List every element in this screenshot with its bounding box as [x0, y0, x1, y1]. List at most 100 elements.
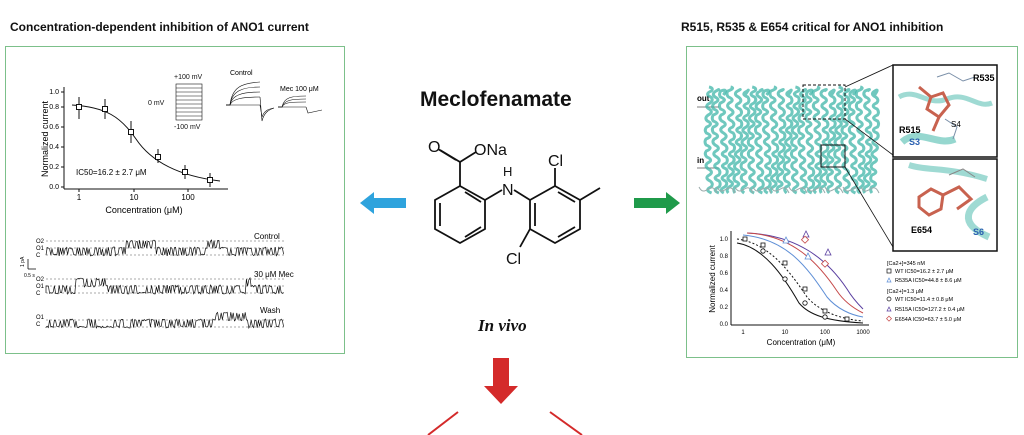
x-tick: 10 — [130, 193, 139, 202]
dose-response-chart: 0.0 0.2 0.4 0.6 0.8 1.0 1 10 100 Concent… — [40, 87, 228, 215]
chart-legend: [Ca2+]=345 nM WT IC50=16.2 ± 2.7 μM R535… — [886, 261, 965, 323]
row-label-mec: 30 μM Mec — [254, 270, 294, 279]
residue-r515: R515 — [899, 125, 921, 135]
left-panel: 0.0 0.2 0.4 0.6 0.8 1.0 1 10 100 Concent… — [5, 46, 345, 354]
level-label: O2 — [36, 277, 45, 283]
x-axis-label: Concentration (μM) — [105, 205, 182, 215]
helix — [825, 88, 837, 195]
left-panel-title: Concentration-dependent inhibition of AN… — [10, 20, 309, 34]
mec-current-traces — [278, 95, 323, 114]
right-panel: out in R535 R515 S4 S3 — [686, 46, 1018, 358]
scale-current: 1 pA — [20, 256, 26, 267]
x-tick: 100 — [181, 193, 195, 202]
arrow-left — [360, 192, 406, 214]
x-axis-label: Concentration (μM) — [767, 338, 836, 347]
binding-site-box-1 — [802, 84, 846, 120]
helix — [869, 88, 881, 194]
loop — [806, 186, 826, 194]
control-trace-label: Control — [230, 70, 253, 77]
helix — [768, 85, 780, 195]
protocol-top-label: +100 mV — [174, 74, 203, 81]
helix-s4: S4 — [951, 120, 961, 129]
ano1-protein-structure — [698, 85, 881, 195]
row-label-wash: Wash — [260, 306, 280, 315]
helix — [703, 85, 714, 195]
y-tick: 1.0 — [720, 237, 729, 243]
loop — [734, 186, 754, 194]
level-label: C — [36, 322, 41, 328]
level-label: O1 — [36, 284, 45, 290]
voltage-protocol: +100 mV 0 mV -100 mV — [148, 74, 203, 131]
membrane-out-label: out — [697, 94, 710, 103]
y-tick: 1.0 — [49, 89, 59, 96]
level-label: C — [36, 253, 41, 259]
helix — [753, 88, 765, 195]
helix-s3: S3 — [909, 137, 920, 147]
channel-trace — [45, 277, 284, 295]
y-tick: 0.6 — [720, 271, 729, 277]
level-label: O1 — [36, 246, 45, 252]
helix — [804, 88, 816, 195]
helix — [833, 85, 845, 195]
helix — [854, 85, 866, 195]
helix — [811, 85, 823, 195]
loop — [860, 186, 880, 194]
atom-cl-bottom: Cl — [506, 251, 521, 268]
channel-trace — [45, 311, 284, 329]
y-tick: 0.4 — [720, 288, 729, 294]
helix — [717, 88, 729, 195]
row-label-control: Control — [254, 232, 280, 241]
x-tick: 1 — [741, 330, 745, 336]
zoom-inset-e654: E654 S6 — [892, 158, 998, 252]
atom-h: H — [503, 164, 512, 179]
y-tick: 0.2 — [720, 305, 729, 311]
in-vivo-label: In vivo — [478, 316, 527, 335]
legend-wt-1.3: WT IC50=11.4 ± 0.8 μM — [895, 297, 954, 303]
protocol-bottom-label: -100 mV — [174, 124, 201, 131]
level-label: C — [36, 291, 41, 297]
x-tick: 1000 — [856, 330, 870, 336]
scale-time: 0.5 s — [24, 273, 35, 279]
mec-trace-label: Mec 100 μM — [280, 86, 319, 93]
right-panel-title: R515, R535 & E654 critical for ANO1 inhi… — [681, 20, 944, 34]
y-tick: 0.8 — [720, 254, 729, 260]
helix — [862, 88, 873, 194]
single-channel-recordings — [45, 239, 284, 329]
helix — [782, 88, 794, 195]
y-tick: 0.0 — [720, 322, 729, 328]
membrane-in-label: in — [697, 156, 704, 165]
scale-bar: 1 pA 0.5 s — [20, 256, 36, 279]
level-label: O1 — [36, 315, 45, 321]
legend-r515a: R515A IC50=127.2 ± 0.4 μM — [895, 307, 965, 313]
loop — [788, 186, 808, 194]
residue-e654: E654 — [911, 225, 932, 235]
y-tick: 0.8 — [49, 104, 59, 111]
arrow-right — [634, 192, 680, 214]
helix — [732, 88, 744, 194]
legend-wt-345: WT IC50=16.2 ± 2.7 μM — [895, 269, 954, 275]
protocol-mid-label: 0 mV — [148, 100, 165, 107]
residue-r535: R535 — [973, 73, 995, 83]
control-current-traces — [226, 81, 275, 122]
legend-header-1: [Ca2+]=345 nM — [887, 261, 925, 267]
zoom-inset-r515-r535: R535 R515 S4 S3 — [892, 64, 998, 158]
x-tick: 10 — [782, 330, 789, 336]
y-tick: 0.0 — [49, 184, 59, 191]
helix — [789, 85, 801, 195]
atom-n: N — [502, 182, 514, 199]
loop — [698, 186, 718, 194]
helix — [761, 88, 773, 195]
loop — [770, 186, 790, 194]
level-label: O2 — [36, 239, 45, 245]
mutant-dose-response-chart: 0.0 0.2 0.4 0.6 0.8 1.0 1 10 100 1000 Co… — [708, 230, 870, 347]
helix-s6: S6 — [973, 227, 984, 237]
arrow-down — [484, 358, 518, 404]
loop — [824, 186, 844, 194]
drug-name: Meclofenamate — [420, 88, 572, 111]
chemical-structure: O ONa H N Cl Cl — [428, 139, 601, 268]
helix — [725, 85, 737, 195]
binding-site-box-2 — [820, 144, 846, 168]
atom-ona: ONa — [474, 142, 507, 159]
branch-arrows — [427, 411, 583, 435]
y-tick: 0.2 — [49, 164, 59, 171]
